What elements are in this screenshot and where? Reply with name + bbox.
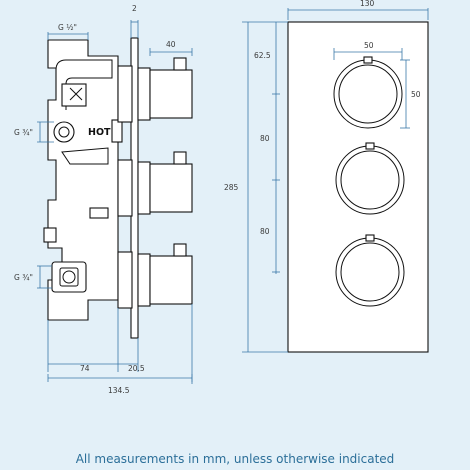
diverter-wedge [61, 147, 109, 165]
left-stub [43, 227, 57, 243]
lower-port-square [51, 261, 87, 293]
dim-lower-thread: G ¾" [14, 273, 33, 282]
dim-body-depth: 74 [80, 364, 90, 373]
knob-middle [335, 142, 405, 215]
dim-inlet-thread: G ½" [58, 23, 77, 32]
dim-handle-width: 40 [166, 40, 176, 49]
dim-knob-spacing-lower: 80 [260, 227, 270, 236]
lower-port-inner [59, 267, 79, 287]
measurement-note: All measurements in mm, unless otherwise… [75, 452, 395, 466]
dim-upper-thread: G ¾" [14, 128, 33, 137]
side-view: HOT 2 G ½" 40 G ¾" G ¾" 74 20.5 [14, 4, 193, 395]
dim-plate-width: 130 [360, 0, 375, 8]
dim-plate-offset: 20.5 [128, 364, 145, 373]
dim-knob-width: 50 [364, 41, 374, 50]
handle-top [117, 57, 193, 123]
port-fitting [111, 119, 123, 143]
dim-knob-height: 50 [411, 90, 421, 99]
hot-port-outer [53, 121, 75, 143]
lower-port-circle [62, 270, 76, 284]
front-plate [287, 21, 429, 353]
dim-knob-spacing-upper: 80 [260, 134, 270, 143]
front-view: 130 285 62.5 80 80 50 50 [224, 0, 429, 353]
dim-top-offset: 62.5 [254, 51, 271, 60]
knob-bottom [335, 234, 405, 307]
knob-top [333, 56, 403, 129]
dim-total-depth: 134.5 [108, 386, 130, 395]
hot-port-inner [58, 126, 70, 138]
hot-label: HOT [88, 127, 111, 138]
handle-bottom [117, 243, 193, 309]
dim-plate-thickness: 2 [132, 4, 137, 13]
inlet-hatch [69, 87, 83, 101]
handle-middle [117, 151, 193, 217]
side-stub [89, 207, 109, 219]
inlet-pipe [55, 59, 113, 110]
dim-plate-height: 285 [224, 183, 239, 192]
inlet-fitting [61, 83, 87, 107]
